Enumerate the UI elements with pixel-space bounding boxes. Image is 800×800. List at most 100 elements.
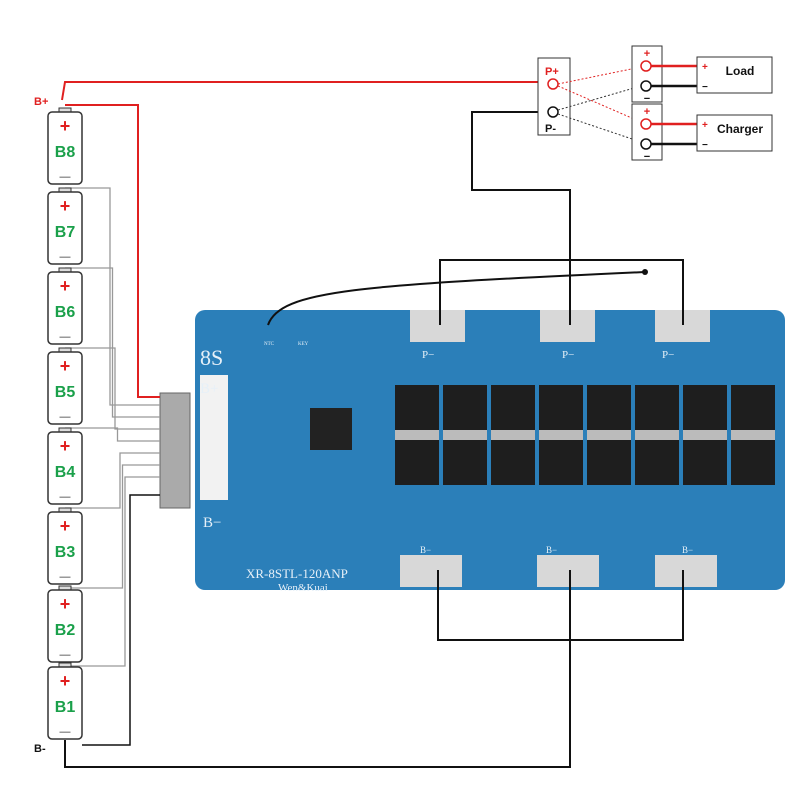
battery-plus-sign: +	[60, 196, 71, 216]
load-box-minus: −	[702, 82, 708, 93]
bms-pcb-board: 8S B+ B− XR-8STL-120ANP Wen&Kuai NTC KEY…	[195, 310, 785, 594]
charger-label: Charger	[717, 122, 763, 136]
charger-plus-terminal	[640, 118, 652, 130]
battery-body	[47, 191, 83, 265]
pcb-model-label: XR-8STL-120ANP	[246, 566, 348, 581]
battery-b3: +B3—	[47, 507, 83, 585]
load-plus-terminal	[640, 60, 652, 72]
p-minus-terminal	[547, 106, 559, 118]
pcb-bplus-label: B+	[200, 381, 218, 397]
battery-b6: + B6 —	[47, 267, 83, 345]
battery-body	[47, 666, 83, 740]
battery-plus-sign: +	[60, 594, 71, 614]
ntc-label: NTC	[264, 342, 275, 347]
battery-label: B7	[55, 224, 76, 241]
p-pad-label-3: P−	[662, 349, 674, 361]
p-pad-label-1: P−	[422, 349, 434, 361]
battery-plus-sign: +	[60, 116, 71, 136]
load-terminal-plus: +	[644, 48, 650, 60]
battery-b5: +B5—	[47, 347, 83, 425]
battery-label: B6	[55, 304, 76, 321]
b-pad-label-1: B−	[420, 545, 431, 555]
positive-balance-wire	[65, 104, 160, 398]
ntc-sensor	[642, 269, 648, 275]
battery-plus-sign: +	[60, 276, 71, 296]
charger-box	[696, 114, 773, 152]
battery-body	[47, 351, 83, 425]
load-minus-terminal	[640, 80, 652, 92]
balance-wire	[65, 427, 160, 442]
b-pad	[537, 555, 599, 587]
battery-minus-sign: —	[60, 411, 71, 423]
p-plus-label: P+	[545, 66, 559, 78]
b-pad-label-2: B−	[546, 545, 557, 555]
battery-minus-sign: —	[60, 491, 71, 503]
battery-minus-sign: —	[60, 251, 71, 263]
battery-body	[47, 589, 83, 663]
battery-b4: +B4—	[47, 427, 83, 505]
negative-main-wire	[64, 570, 571, 768]
dotted-connections	[557, 66, 642, 143]
battery-body	[47, 431, 83, 505]
battery-minus-sign: —	[60, 649, 71, 661]
charger-terminal-block	[631, 103, 663, 161]
battery-plus-sign: +	[60, 436, 71, 456]
charger-terminal-minus: −	[644, 151, 650, 163]
p-minus-wire	[471, 111, 571, 325]
key-label: KEY	[298, 342, 309, 347]
battery-b1: +B1—	[47, 662, 83, 740]
battery-plus-sign: +	[60, 671, 71, 691]
battery-plus-sign: +	[60, 356, 71, 376]
mosfet-tab	[395, 430, 439, 440]
pcb-maker-label: Wen&Kuai	[278, 582, 328, 594]
b-pad-bridge-wire	[437, 570, 684, 641]
balance-wire	[65, 187, 160, 406]
balance-connector-plug	[159, 392, 191, 509]
charger-connection: +−+−Charger	[631, 103, 773, 163]
battery-body	[47, 271, 83, 345]
p-pad-label-2: P−	[562, 349, 574, 361]
mosfet-tab	[491, 430, 535, 440]
b-pad	[400, 555, 462, 587]
load-box	[696, 56, 773, 94]
battery-body	[47, 111, 83, 185]
charger-terminal-plus: +	[644, 106, 650, 118]
b-plus-label: B+	[34, 96, 48, 108]
controller-chip	[310, 408, 352, 450]
charger-minus-terminal	[640, 138, 652, 150]
battery-b7: + B7 —	[47, 187, 83, 265]
p-pad	[540, 310, 595, 342]
b1-negative-balance-wire	[82, 494, 160, 746]
pcb-cells-label: 8S	[200, 345, 223, 370]
battery-label: B2	[55, 622, 76, 639]
b-minus-label: B-	[34, 743, 46, 755]
load-terminal-minus: −	[644, 93, 650, 105]
b-pad	[655, 555, 717, 587]
mosfet-tab	[731, 430, 775, 440]
balance-wire	[65, 452, 160, 509]
battery-minus-sign: —	[60, 171, 71, 183]
balance-wires	[65, 187, 160, 667]
mosfet-tab	[443, 430, 487, 440]
mosfet-tab	[587, 430, 631, 440]
p-plus-terminal	[547, 78, 559, 90]
battery-plus-sign: +	[60, 516, 71, 536]
battery-b8: + B8 —	[47, 107, 83, 185]
balance-wire	[65, 267, 160, 418]
p-terminal-block: P+ P-	[537, 57, 571, 136]
balance-wire	[65, 347, 160, 430]
mosfet-tab	[683, 430, 727, 440]
load-box-plus: +	[702, 62, 708, 73]
battery-label: B3	[55, 544, 76, 561]
battery-body	[47, 511, 83, 585]
load-connection: +−+−Load	[631, 45, 773, 105]
charger-box-minus: −	[702, 140, 708, 151]
b-pad-label-3: B−	[682, 545, 693, 555]
pcb-bminus-label: B−	[203, 515, 221, 531]
battery-minus-sign: —	[60, 331, 71, 343]
battery-b2: + B2 —	[47, 585, 83, 663]
battery-label: B1	[55, 699, 76, 716]
battery-label: B8	[55, 144, 76, 161]
charger-box-plus: +	[702, 120, 708, 131]
